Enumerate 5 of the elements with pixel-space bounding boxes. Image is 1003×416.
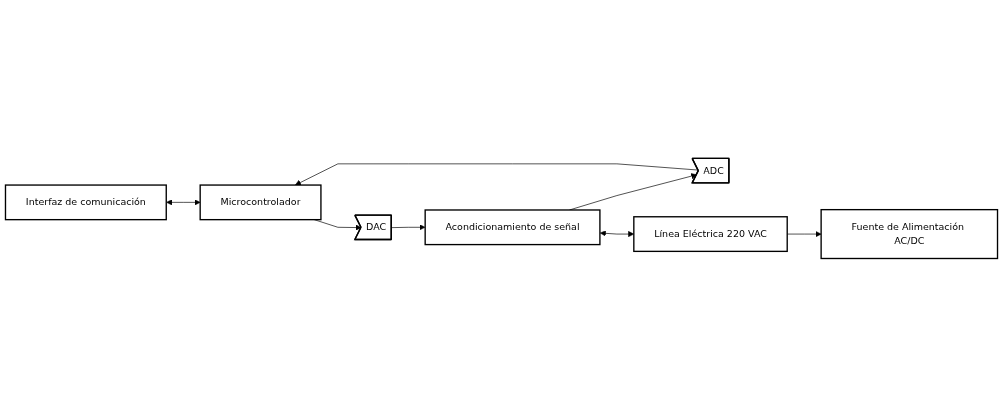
node-box: Interfaz de comunicación — [4, 183, 167, 220]
node-box: Acondicionamiento de señal — [424, 208, 601, 245]
node-box: Línea Eléctrica 220 VAC — [633, 215, 788, 252]
node-box: Fuente de Alimentación AC/DC — [820, 208, 999, 259]
node-box: Microcontrolador — [199, 183, 322, 220]
